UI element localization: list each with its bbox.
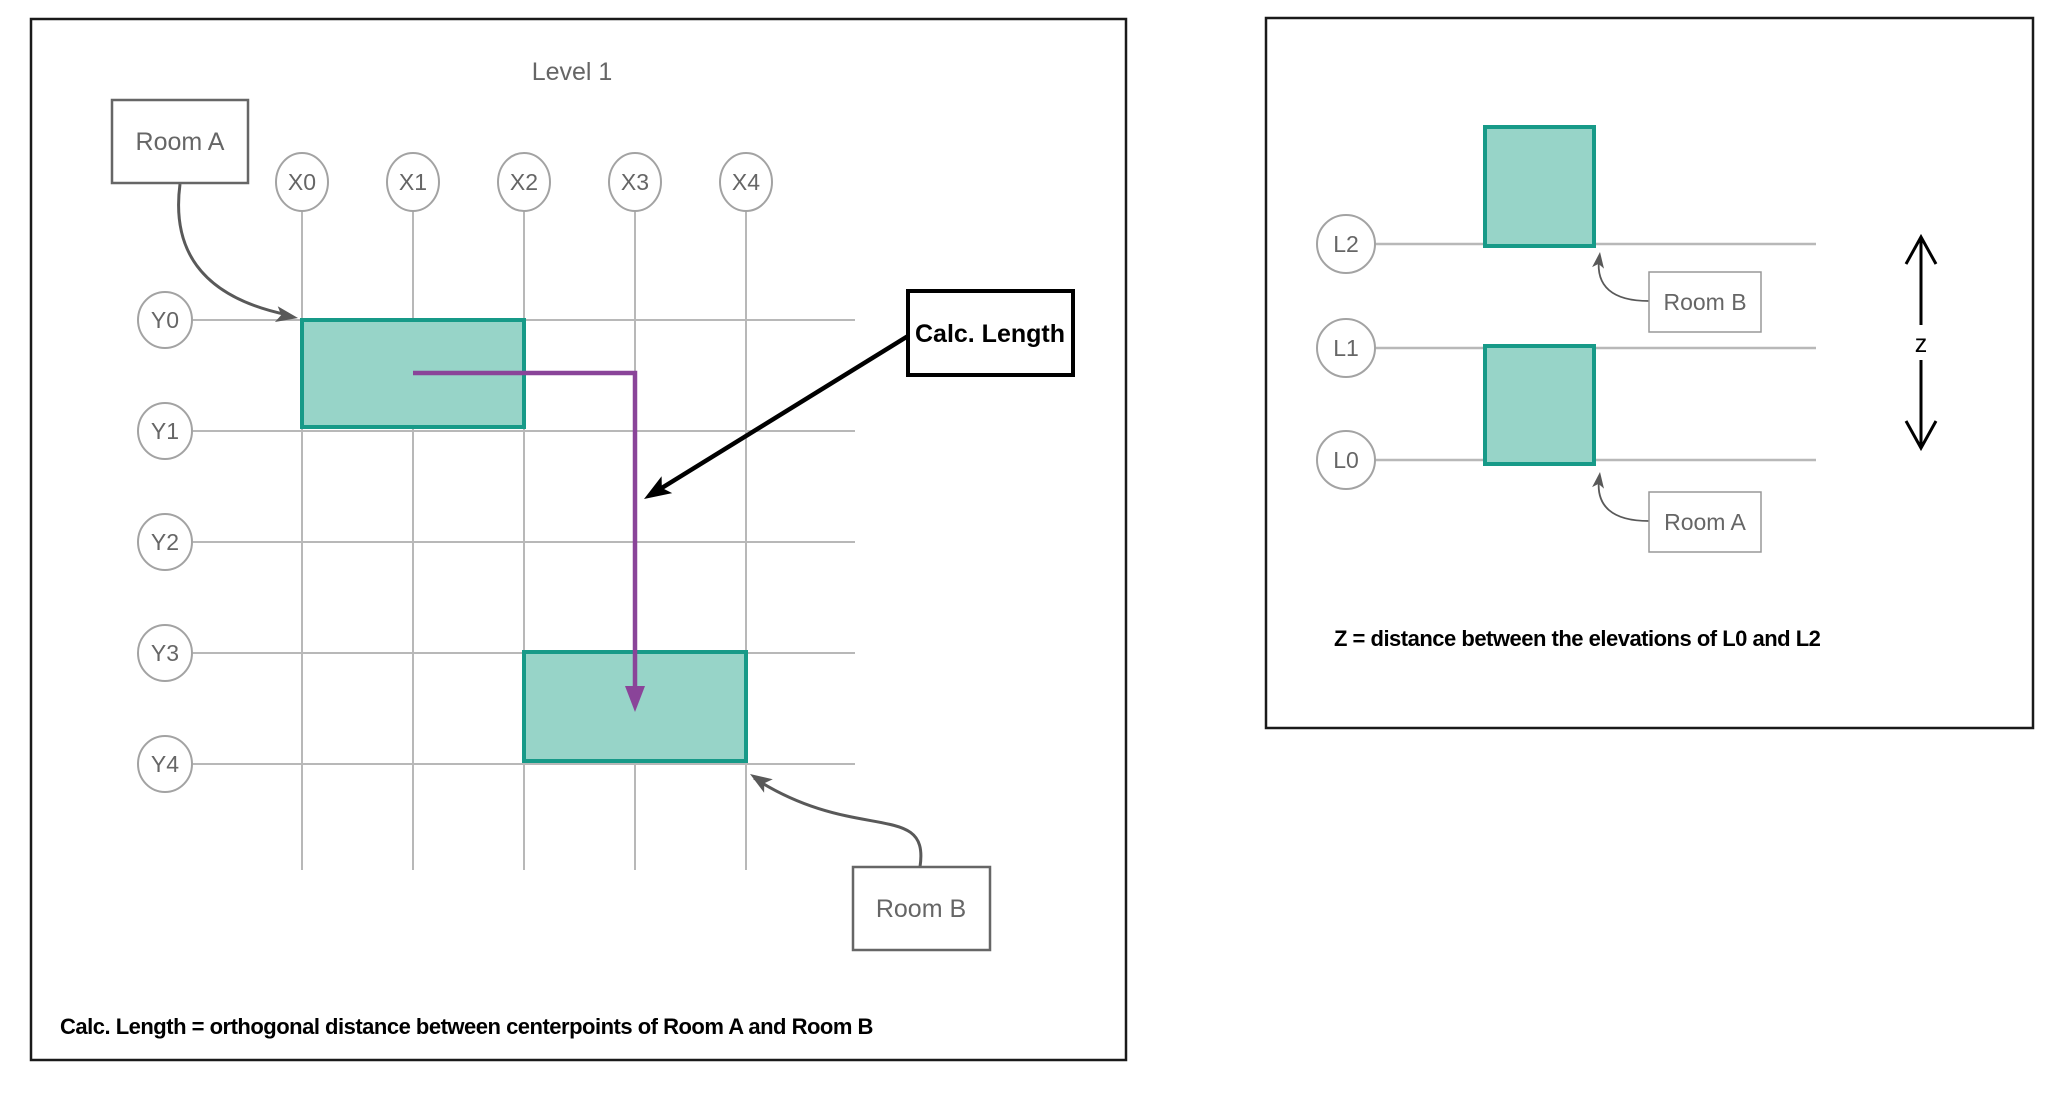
room-b-elevation-callout-label: Room B [1663,289,1746,315]
grid-label-y0: Y0 [151,307,179,333]
grid-label-x1: X1 [399,169,427,195]
room-a-elevation-callout-label: Room A [1664,509,1746,535]
grid-bubble-x4 [719,152,773,212]
grid-bubble-y3 [137,624,193,682]
grid-bubble-x0 [275,152,329,212]
room-b-callout-arrowhead-icon [750,774,773,793]
grid-label-y1: Y1 [151,418,179,444]
room-a-elevation-arrowhead-icon [1592,472,1605,489]
z-dimension-label: z [1915,330,1928,358]
grid-bubbles-x: X0 X1 X2 X3 X4 [275,152,773,212]
room-b-elevation-callout-box [1648,271,1762,333]
grid-bubble-x3 [608,152,662,212]
level-bubbles: L2 L1 L0 [1316,214,1376,490]
level-bubble-l1 [1316,318,1376,378]
room-a-elevation-rect [1483,344,1596,466]
room-a-callout-curve [177,183,289,317]
grid-bubble-y0 [137,291,193,349]
elevation-caption: Z = distance between the elevations of L… [1334,626,1821,651]
grid-label-x3: X3 [621,169,649,195]
plan-caption: Calc. Length = orthogonal distance betwe… [60,1014,873,1039]
level-label-l2: L2 [1333,231,1359,257]
room-b-callout-box [851,865,992,952]
grid-bubble-y1 [137,402,193,460]
room-a-callout-label: Room A [136,128,225,156]
calc-length-callout-label: Calc. Length [915,320,1065,348]
calc-length-callout-arrowhead-icon [644,476,673,499]
elevation-view-panel: L2 L1 L0 Room B Room A z Z = distance be… [1264,16,2035,730]
grid-bubble-x2 [497,152,551,212]
grid-label-x4: X4 [732,169,760,195]
room-a-elevation-callout-curve [1597,478,1650,522]
z-dimension-arrow: z [1904,233,1938,452]
calc-length-path [413,370,638,686]
grid-label-y2: Y2 [151,529,179,555]
z-arrow-up-chevron-icon [1904,233,1938,265]
room-a-callout-box [110,98,250,185]
room-a-callout-arrowhead-icon [274,306,298,323]
z-arrow-down-chevron-icon [1904,420,1938,452]
grid-label-x2: X2 [510,169,538,195]
elevation-panel-border [1264,16,2035,730]
calc-length-callout-line [650,334,910,496]
room-b-elevation-arrowhead-icon [1592,252,1605,269]
calc-length-arrowhead-icon [625,686,645,712]
room-b-elevation-rect [1483,125,1596,248]
room-b-callout-label: Room B [876,895,966,923]
room-b-elevation-callout-curve [1597,258,1650,302]
calc-length-callout-box [906,289,1075,377]
level-label-l1: L1 [1333,335,1359,361]
level-bubble-l2 [1316,214,1376,274]
level-label-l0: L0 [1333,447,1359,473]
grid-bubbles-y: Y0 Y1 Y2 Y3 Y4 [137,291,193,793]
plan-panel-title: Level 1 [532,58,613,86]
grid-label-y4: Y4 [151,751,179,777]
grid-bubble-y4 [137,735,193,793]
level-bubble-l0 [1316,430,1376,490]
room-b-callout-curve [753,776,923,868]
plan-view-panel: Level 1 X0 X1 X2 X3 X4 [29,17,1128,1062]
grid-bubble-y2 [137,513,193,571]
room-a-elevation-callout-box [1648,491,1762,553]
grid-label-y3: Y3 [151,640,179,666]
grid-bubble-x1 [386,152,440,212]
grid-label-x0: X0 [288,169,316,195]
